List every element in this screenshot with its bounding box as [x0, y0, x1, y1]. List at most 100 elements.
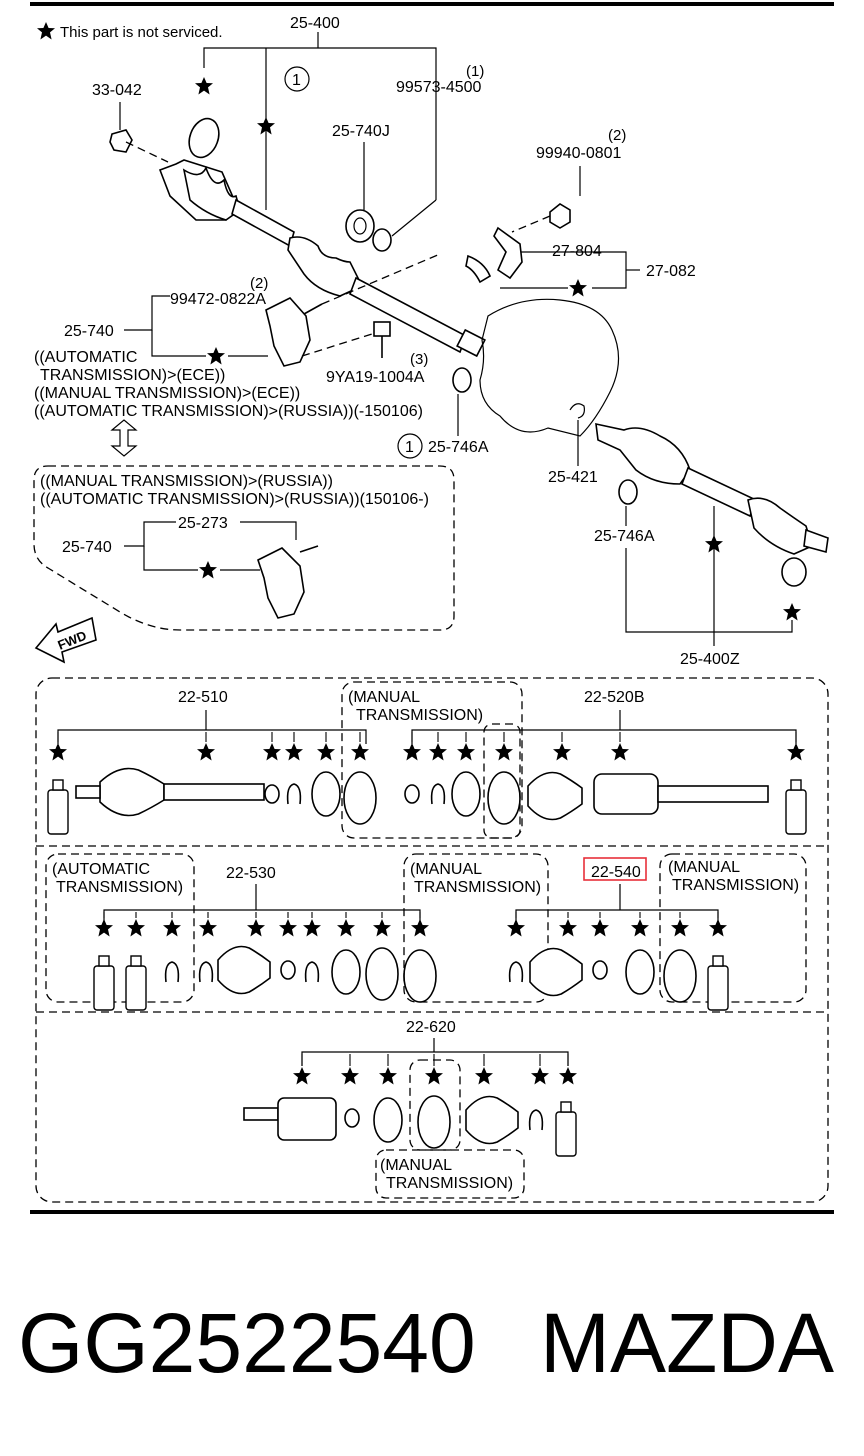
cond-ece-4: ((AUTOMATIC TRANSMISSION)>(RUSSIA))(-150… — [34, 403, 423, 420]
star-icon — [531, 1067, 549, 1085]
boot-part — [527, 771, 583, 821]
star-icon — [611, 743, 629, 761]
cond-ece-2: TRANSMISSION)>(ECE)) — [40, 367, 225, 384]
fwd-arrow-icon — [34, 616, 97, 664]
bearing-inner — [353, 217, 367, 235]
exchange-arrow-icon — [110, 419, 138, 457]
qty-99573: (1) — [466, 63, 484, 80]
star-icon — [285, 743, 303, 761]
stub-part — [657, 785, 769, 803]
star-icon — [475, 1067, 493, 1085]
star-icon — [341, 1067, 359, 1085]
ring-part — [592, 960, 608, 980]
kits-box — [35, 677, 829, 1203]
boot-front — [182, 165, 241, 221]
star-icon — [317, 743, 335, 761]
ring-part — [417, 1095, 451, 1149]
kit-parts — [47, 732, 807, 1157]
inner-boot — [287, 236, 364, 297]
leader-520b — [411, 729, 797, 744]
star-icon — [631, 919, 649, 937]
seal-ring-part — [188, 117, 220, 159]
ring-part — [365, 947, 399, 1001]
leader-530 — [103, 909, 421, 922]
leader-510 — [57, 729, 367, 744]
nut2-part — [549, 203, 571, 229]
clip-part — [508, 961, 524, 983]
qty-9ya19: (3) — [410, 351, 428, 368]
legend-note: This part is not serviced. — [60, 24, 223, 41]
leader-25-740 — [124, 295, 170, 331]
grease-tube — [555, 1111, 577, 1157]
grease-tube — [47, 789, 69, 835]
inner-shaft — [349, 276, 467, 354]
star-icon — [671, 919, 689, 937]
ring-part — [331, 949, 361, 995]
star-icon — [559, 1067, 577, 1085]
star-icon — [37, 22, 55, 40]
leader-russia-b — [240, 521, 297, 540]
label-22-520B: 22-520B — [584, 689, 645, 706]
star-icon — [559, 919, 577, 937]
ring-part — [311, 771, 341, 817]
shaft-end — [456, 328, 486, 358]
clip-part — [286, 783, 302, 805]
grease-tube-cap — [790, 779, 802, 791]
ring-part — [625, 949, 655, 995]
label-99940-0801: 99940-0801 — [536, 145, 622, 162]
rear-shaft — [680, 466, 758, 518]
callout-circle — [284, 66, 310, 92]
label-33-042: 33-042 — [92, 82, 142, 99]
leader-russia-c — [143, 546, 198, 571]
boot-part — [529, 947, 583, 997]
star-icon — [403, 743, 421, 761]
ring-part — [451, 771, 481, 817]
label-25-400Z: 25-400Z — [680, 651, 740, 668]
housing-part — [277, 1097, 337, 1141]
ring-part — [663, 949, 697, 1003]
clip-part — [198, 961, 214, 983]
star-icon — [247, 919, 265, 937]
manual-2a: (MANUAL — [410, 861, 482, 878]
label-25-421: 25-421 — [548, 469, 598, 486]
star-icon — [425, 1067, 443, 1085]
dash-bolt2 — [301, 333, 373, 357]
manual-box-1 — [341, 681, 523, 839]
auto-1a: (AUTOMATIC — [52, 861, 150, 878]
footer-brand: MAZDA — [540, 1296, 834, 1390]
boot-part — [465, 1095, 519, 1145]
star-icon — [787, 743, 805, 761]
ring-part — [280, 960, 296, 980]
star-icon — [197, 743, 215, 761]
ring-part — [403, 949, 437, 1003]
grease-tube-cap — [98, 955, 110, 967]
manual-box-3 — [659, 853, 807, 1003]
manual-inner-1 — [483, 723, 521, 839]
dash-bolt — [321, 253, 441, 305]
star-icon — [95, 919, 113, 937]
grease-tube-cap — [52, 779, 64, 791]
star-icon — [709, 919, 727, 937]
callout-1: 1 — [292, 72, 301, 89]
clamp-lower — [465, 254, 492, 284]
star-icon — [199, 561, 217, 579]
star-icon — [379, 1067, 397, 1085]
grease-tube-cap — [560, 1101, 572, 1113]
shaft-front — [231, 198, 295, 248]
label-25-746A-right: 25-746A — [594, 528, 655, 545]
boot-part — [99, 767, 165, 817]
star-icon — [337, 919, 355, 937]
star-icon — [293, 1067, 311, 1085]
dash-99940 — [511, 215, 551, 233]
bracket-part — [265, 297, 311, 367]
manual-4b: TRANSMISSION) — [386, 1175, 513, 1192]
star-icon — [195, 77, 213, 95]
ring-part — [344, 1108, 360, 1128]
label-25-746A-left: 25-746A — [428, 439, 489, 456]
cond-ece-1: ((AUTOMATIC — [34, 349, 137, 366]
star-icon — [351, 743, 369, 761]
star-icon — [591, 919, 609, 937]
star-icon — [429, 743, 447, 761]
star-icon — [263, 743, 281, 761]
russia-cond-2: ((AUTOMATIC TRANSMISSION)>(RUSSIA))(1501… — [40, 491, 429, 508]
